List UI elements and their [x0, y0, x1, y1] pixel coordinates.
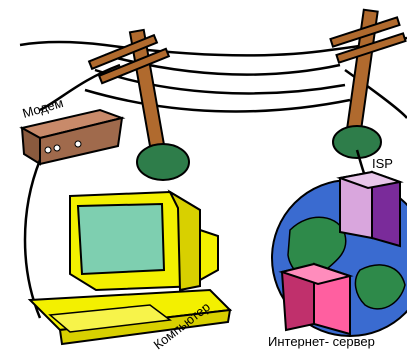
modem-icon — [22, 110, 122, 164]
modem-label: Модем — [21, 95, 65, 121]
modem-cable — [25, 160, 40, 318]
isp-label: ISP — [372, 156, 393, 171]
desktop-computer-icon — [30, 192, 230, 344]
internet-server-box-icon — [282, 264, 350, 334]
server-label: Интернет- сервер — [268, 334, 375, 349]
utility-pole-right-icon — [330, 10, 405, 158]
